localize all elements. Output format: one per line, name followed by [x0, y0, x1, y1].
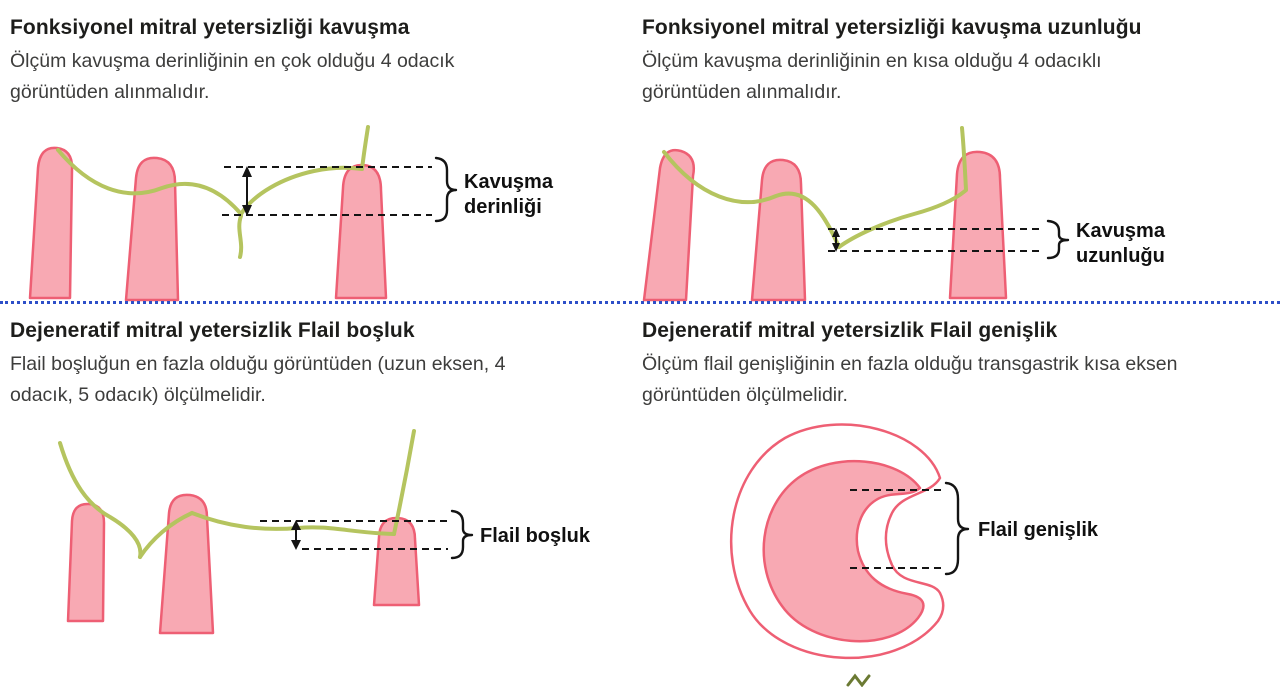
panel-description: Ölçüm flail genişliğinin en fazla olduğu… — [642, 353, 1178, 407]
chordae-strand-top — [960, 126, 968, 192]
papillary-muscle-middle — [124, 156, 180, 302]
cropped-bottom-mark — [846, 673, 871, 687]
leaflet-line-left — [56, 148, 243, 216]
papillary-muscle-left — [66, 502, 106, 623]
papillary-muscle-middle — [750, 158, 807, 302]
measurement-marks — [828, 219, 1070, 260]
section-divider — [0, 301, 1280, 304]
panel-title: Fonksiyonel mitral yetersizliği kavuşma … — [642, 16, 1142, 39]
arrowhead-down — [291, 540, 301, 550]
measurement-marks — [222, 156, 458, 223]
panel-description: Ölçüm kavuşma derinliğinin en çok olduğu… — [10, 50, 455, 104]
measurement-label: Flail genişlik — [978, 519, 1099, 541]
measurement-label: Flail boşluk — [480, 525, 591, 547]
arrowhead-down — [242, 205, 252, 216]
flail-gap-illustration: Flail boşluk — [58, 429, 591, 635]
curly-brace — [450, 509, 474, 560]
papillary-muscle-right — [334, 163, 388, 300]
leaflet-line-left — [662, 150, 841, 249]
panel-description: Flail boşluğun en fazla olduğu görüntüde… — [10, 353, 506, 407]
panel-flail-width: Dejeneratif mitral yetersizlik Flail gen… — [640, 303, 1280, 687]
heart-wall-shapes — [28, 146, 388, 302]
papillary-muscle-right — [948, 150, 1008, 300]
chordae-strand-top — [360, 125, 370, 171]
coaptation-length-illustration: Kavuşma uzunluğu — [642, 126, 1166, 302]
panel-title: Dejeneratif mitral yetersizlik Flail boş… — [10, 319, 415, 342]
panel-title: Dejeneratif mitral yetersizlik Flail gen… — [642, 319, 1058, 342]
measurement-label-line2: uzunluğu — [1076, 245, 1165, 267]
flail-width-illustration: Flail genişlik — [730, 423, 1099, 687]
panel-flail-gap: Dejeneratif mitral yetersizlik Flail boş… — [0, 303, 640, 687]
papillary-muscle-left — [642, 148, 695, 302]
curly-brace — [1046, 219, 1070, 260]
arrowhead-up — [242, 166, 252, 177]
short-axis-valve-shapes — [730, 423, 945, 660]
arrowhead-down — [832, 243, 840, 252]
leaflet-line-rise — [138, 511, 194, 559]
chordae-strand-top — [392, 429, 416, 536]
measurement-marks — [260, 509, 474, 560]
leaflet-line-right — [837, 189, 967, 249]
panel-coaptation-length: Fonksiyonel mitral yetersizliği kavuşma … — [640, 0, 1280, 303]
panel-description: Ölçüm kavuşma derinliğinin en kısa olduğ… — [642, 50, 1102, 104]
arrowhead-up — [832, 228, 840, 237]
mitral-leaflet-lines — [56, 125, 370, 259]
mitral-leaflet-lines — [662, 126, 968, 249]
heart-wall-shapes — [66, 493, 421, 635]
measurement-marks — [850, 481, 970, 576]
coaptation-depth-illustration: Kavuşma derinliği — [28, 125, 554, 302]
panel-coaptation-depth: Fonksiyonel mitral yetersizliği kavuşma … — [0, 0, 640, 303]
panel-title: Fonksiyonel mitral yetersizliği kavuşma — [10, 16, 410, 39]
measurement-label-line1: Kavuşma — [464, 171, 554, 193]
curly-brace — [434, 156, 458, 223]
papillary-muscle-left — [28, 146, 74, 300]
leaflet-line-left — [58, 441, 143, 559]
chordae-strand-hanging — [237, 214, 244, 259]
papillary-muscle-middle — [158, 493, 215, 635]
curly-brace — [944, 481, 970, 576]
heart-wall-shapes — [642, 148, 1008, 302]
measurement-label-line1: Kavuşma — [1076, 220, 1166, 242]
leaflet-line-flail — [190, 511, 396, 536]
valve-leaflet-crescent — [762, 460, 925, 643]
arrowhead-up — [291, 520, 301, 530]
measurement-label-line2: derinliği — [464, 196, 542, 218]
mitral-leaflet-lines — [58, 429, 416, 559]
